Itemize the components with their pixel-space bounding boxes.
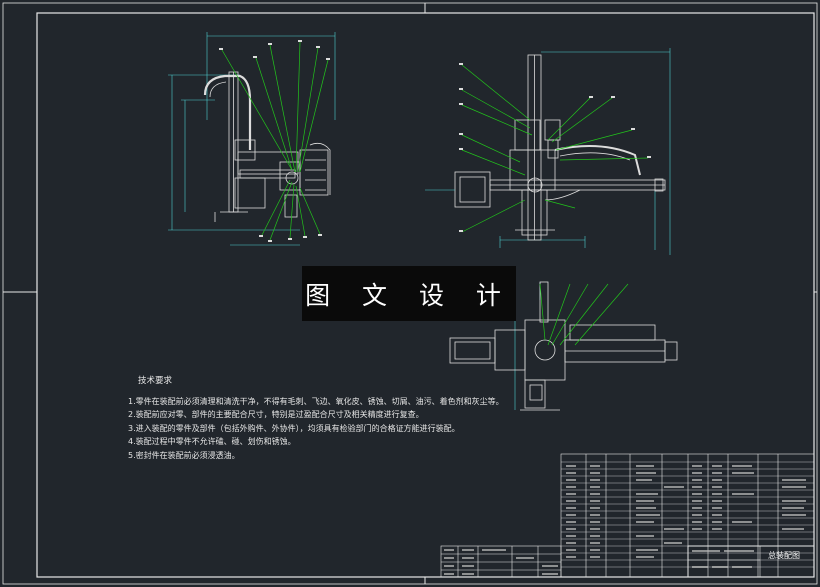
- technical-requirements-title: 技术要求: [138, 376, 173, 386]
- plan-view-leaders: [539, 283, 629, 346]
- front-view: [425, 48, 671, 255]
- side-view-dimensions: [168, 32, 336, 246]
- parts-list-cell-marks: [566, 465, 806, 558]
- front-view-leaders: [461, 64, 649, 233]
- front-view-balloons: [459, 63, 651, 232]
- requirement-item-2: 2.装配前应对零、部件的主要配合尺寸，特别是过盈配合尺寸及相关精度进行复查。: [128, 410, 424, 419]
- requirement-item-5: 5.密封件在装配前必须浸透油。: [128, 450, 240, 460]
- requirement-item-1: 1.零件在装配前必须清理和清洗干净，不得有毛刺、飞边、氧化皮、锈蚀、切屑、油污、…: [128, 396, 504, 406]
- requirement-item-3: 3.进入装配的零件及部件（包括外购件、外协件），均须具有检验部门的合格证方能进行…: [128, 423, 460, 433]
- watermark-text: 图 文 设 计: [305, 280, 513, 310]
- side-view-leaders: [221, 41, 329, 241]
- side-view-balloons: [219, 40, 330, 242]
- drawing-name: 总装配图: [768, 550, 800, 560]
- technical-requirements: 技术要求 1.零件在装配前必须清理和清洗干净，不得有毛刺、飞边、氧化皮、锈蚀、切…: [128, 375, 504, 462]
- title-block-cell-marks: [444, 549, 754, 575]
- front-view-dimensions: [499, 48, 671, 255]
- side-view: [168, 32, 336, 246]
- requirement-item-4: 4.装配过程中零件不允许磕、碰、划伤和锈蚀。: [128, 437, 296, 446]
- title-block: [440, 545, 815, 578]
- watermark-banner: 图 文 设 计: [302, 266, 516, 321]
